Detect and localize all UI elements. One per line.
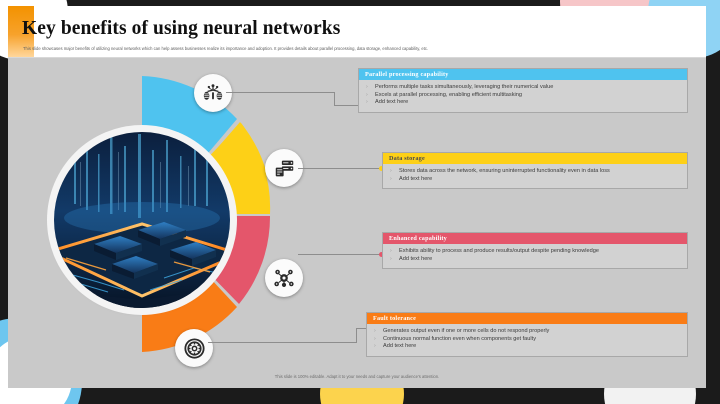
bullet-text: Add text here <box>375 99 409 106</box>
chevron-right-icon: › <box>374 335 376 342</box>
chevron-right-icon: › <box>366 91 368 98</box>
card-body: › Stores data across the network, ensuri… <box>383 164 687 188</box>
bullet-text: Performs multiple tasks simultaneously, … <box>375 84 554 90</box>
icon-badge-parallel-processing[interactable] <box>194 74 232 112</box>
header-accent-bar <box>8 6 34 58</box>
bullet-text: Add text here <box>399 255 433 262</box>
center-image <box>54 132 230 308</box>
bullet-text: Excels at parallel processing, enabling … <box>375 91 522 98</box>
card-body: › Generates output even if one or more c… <box>367 324 687 356</box>
list-item: › Exhibits ability to process and produc… <box>390 248 681 256</box>
list-item: › Generates output even if one or more c… <box>374 328 681 336</box>
callout-card-fault-tolerance[interactable]: Fault tolerance › Generates output even … <box>366 312 688 357</box>
callout-card-parallel-processing[interactable]: Parallel processing capability › Perform… <box>358 68 688 113</box>
list-item: › Excels at parallel processing, enablin… <box>366 92 681 100</box>
gear-hub-icon <box>274 269 294 287</box>
card-heading: Data storage <box>383 153 687 164</box>
bullet-text: Continuous normal function even when com… <box>383 335 536 342</box>
list-item: › Stores data across the network, ensuri… <box>390 168 681 176</box>
slide-header: Key benefits of using neural networks Th… <box>8 6 706 58</box>
list-item: › Continuous normal function even when c… <box>374 336 681 344</box>
network-nodes-icon <box>203 84 223 100</box>
card-body: › Exhibits ability to process and produc… <box>383 244 687 268</box>
page-title: Key benefits of using neural networks <box>22 18 341 39</box>
connector-dot <box>379 252 384 257</box>
list-item: › Performs multiple tasks simultaneously… <box>366 84 681 92</box>
card-heading: Fault tolerance <box>367 313 687 324</box>
server-stack-icon <box>275 160 293 176</box>
connector-parallel-processing <box>226 82 370 108</box>
callout-card-data-storage[interactable]: Data storage › Stores data across the ne… <box>382 152 688 190</box>
chevron-right-icon: › <box>390 168 392 174</box>
list-item: › Add text here <box>374 343 681 351</box>
bullet-text: Stores data across the network, ensuring… <box>399 168 610 174</box>
page-subtitle: This slide showcases major benefits of u… <box>23 46 429 51</box>
connector-data-storage <box>298 164 384 172</box>
chevron-right-icon: › <box>390 255 392 262</box>
bullet-text: Generates output even if one or more cel… <box>383 328 550 334</box>
bullet-text: Add text here <box>383 343 417 350</box>
connector-enhanced-capability <box>298 250 384 258</box>
icon-badge-enhanced-capability[interactable] <box>265 259 303 297</box>
header-divider <box>8 57 706 58</box>
slide-footer: This slide is 100% editable. Adapt it to… <box>274 374 440 379</box>
connector-fault-tolerance <box>208 318 380 344</box>
circular-infographic <box>38 64 308 367</box>
card-body: › Performs multiple tasks simultaneously… <box>359 80 687 112</box>
card-heading: Parallel processing capability <box>359 69 687 80</box>
connector-dot <box>379 166 384 171</box>
bullet-text: Add text here <box>399 175 433 182</box>
neural-network-circuit-image <box>54 132 230 308</box>
chevron-right-icon: › <box>366 99 368 106</box>
bullet-text: Exhibits ability to process and produce … <box>399 248 599 254</box>
list-item: › Add text here <box>366 99 681 107</box>
chevron-right-icon: › <box>374 343 376 350</box>
list-item: › Add text here <box>390 256 681 264</box>
callout-card-enhanced-capability[interactable]: Enhanced capability › Exhibits ability t… <box>382 232 688 270</box>
icon-badge-fault-tolerance[interactable] <box>175 329 213 367</box>
card-heading: Enhanced capability <box>383 233 687 244</box>
list-item: › Add text here <box>390 176 681 184</box>
chevron-right-icon: › <box>390 248 392 254</box>
slide: Key benefits of using neural networks Th… <box>8 6 706 388</box>
chevron-right-icon: › <box>390 175 392 182</box>
chevron-right-icon: › <box>374 328 376 334</box>
cog-wheel-icon <box>183 337 205 359</box>
chevron-right-icon: › <box>366 84 368 90</box>
icon-badge-data-storage[interactable] <box>265 149 303 187</box>
